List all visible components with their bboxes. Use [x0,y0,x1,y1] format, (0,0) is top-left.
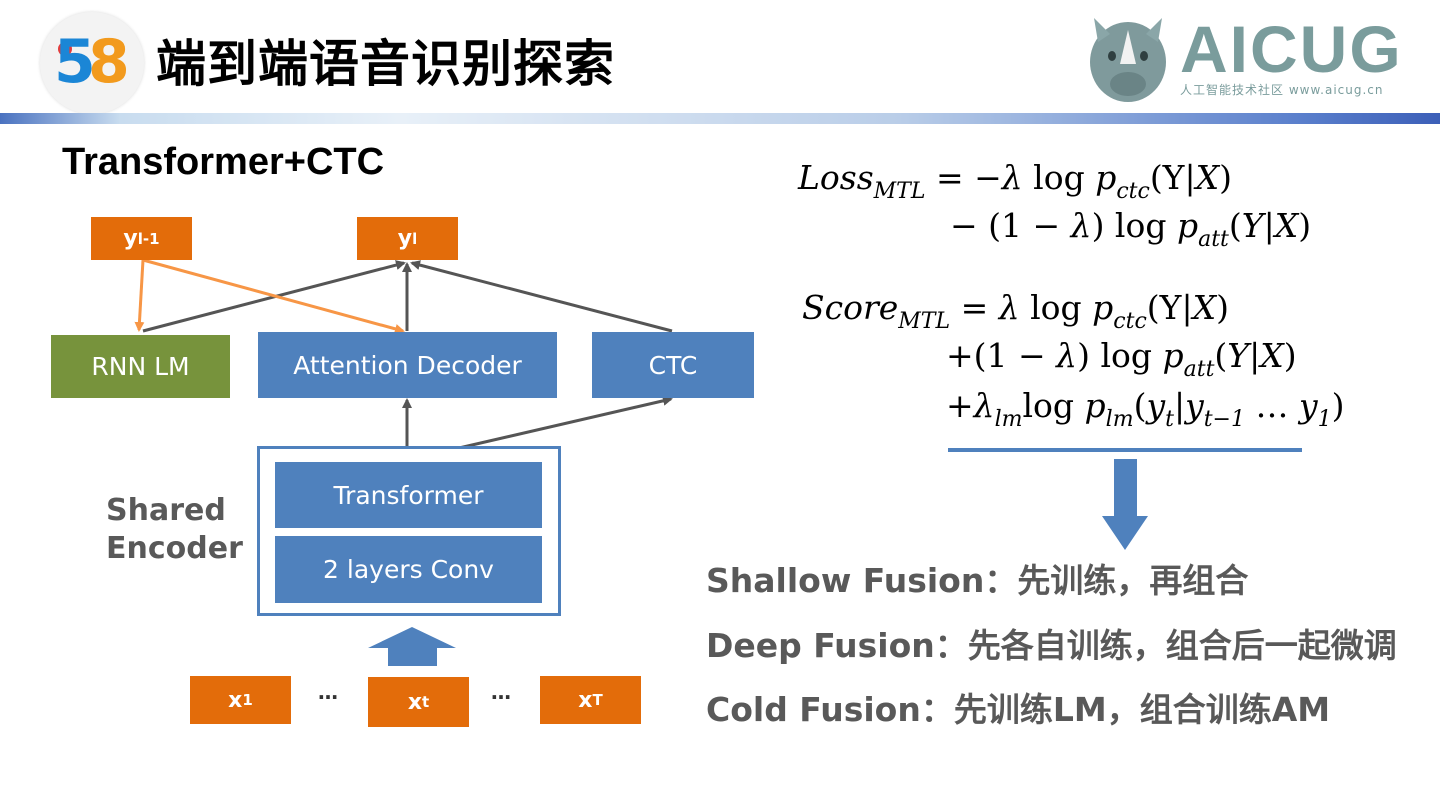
shared-encoder-label: Shared Encoder [106,492,243,568]
input-x-1-sub: 1 [242,691,253,709]
shared-encoder-label-line1: Shared [106,493,226,528]
fusion-shallow-desc: 先训练，再组合 [1017,561,1249,600]
score-yt-sub: t [1165,407,1174,432]
page-title: 端到端语音识别探索 [156,35,615,93]
fusion-shallow: Shallow Fusion：先训练，再组合 [706,561,1249,600]
logo-digit-8: 8 [88,27,130,97]
loss-lhs-sub: MTL [873,179,926,204]
score-att-sub: att [1183,357,1215,382]
input-x-1-base: x [228,687,243,713]
conv-block: 2 layers Conv [275,536,542,603]
brand-tagline: 人工智能技术社区 www.aicug.cn [1180,83,1384,97]
loss-att-sub: att [1198,227,1229,252]
arrow-ctc-to-yl [410,260,673,333]
output-y-curr-base: y [397,226,413,251]
input-x-T-base: x [578,687,593,713]
fusion-deep: Deep Fusion：先各自训练，组合后一起微调 [706,626,1397,665]
score-y1-sub: 1 [1317,407,1332,432]
output-y-prev-sub: l-1 [137,229,160,248]
fusion-cold: Cold Fusion：先训练LM，组合训练AM [706,690,1331,729]
fusion-cold-name: Cold Fusion [706,690,921,729]
score-formula-line3: +λlmlog plm(yt|yt−1 … y1) [946,386,1345,432]
score-formula-line1: ScoreMTL = λ log pctc(Y|X) [802,288,1229,334]
input-up-arrow-icon [368,627,456,666]
input-x-T-sub: T [592,691,603,709]
input-x-t-base: x [407,689,423,715]
logo-digit-5: 5 [54,27,96,97]
score-formula-line2: +(1 − λ) log patt(Y|X) [946,336,1297,382]
ctc-block: CTC [592,332,754,398]
score-lambda-lm-sub: lm [994,407,1023,432]
loss-ctc-sub: ctc [1116,179,1150,204]
loss-formula-line2: − (1 − λ) log patt(Y|X) [950,206,1312,252]
logo-58: 5 8 [40,12,144,114]
brand-name: AICUG [1180,12,1403,86]
score-yt1-sub: t−1 [1203,407,1245,432]
output-y-curr-sub: l [412,229,418,248]
header-band [0,113,1440,124]
fusion-shallow-name: Shallow Fusion [706,561,985,600]
loss-formula-line1: LossMTL = −λ log pctc(Y|X) [798,158,1232,204]
input-ellipsis-right: … [491,680,511,704]
rnn-lm-block: RNN LM [51,335,230,398]
logo-dot-red [58,42,72,56]
output-y-prev-base: y [123,226,138,251]
shared-encoder-label-line2: Encoder [106,531,243,566]
aicug-rhino-logo-icon [1090,18,1166,102]
section-title: Transformer+CTC [62,141,385,183]
input-x-t-sub: t [422,693,430,711]
fusion-cold-desc: 先训练LM，组合训练AM [953,690,1331,729]
transformer-block: Transformer [275,462,542,528]
attention-decoder-block: Attention Decoder [258,332,557,398]
score-lhs-sub: MTL [898,309,951,334]
input-ellipsis-left: … [318,680,338,704]
loss-lhs: Loss [798,158,874,197]
arrow-yprev-to-decoder [142,258,405,334]
arrow-yprev-to-rnnlm [134,259,145,332]
fusion-deep-desc: 先各自训练，组合后一起微调 [967,626,1397,665]
fusion-down-arrow-icon [1102,459,1148,550]
score-plm-sub: lm [1105,407,1134,432]
score-ctc-sub: ctc [1113,309,1147,334]
score-lhs: Score [802,288,899,327]
fusion-deep-name: Deep Fusion [706,626,935,665]
